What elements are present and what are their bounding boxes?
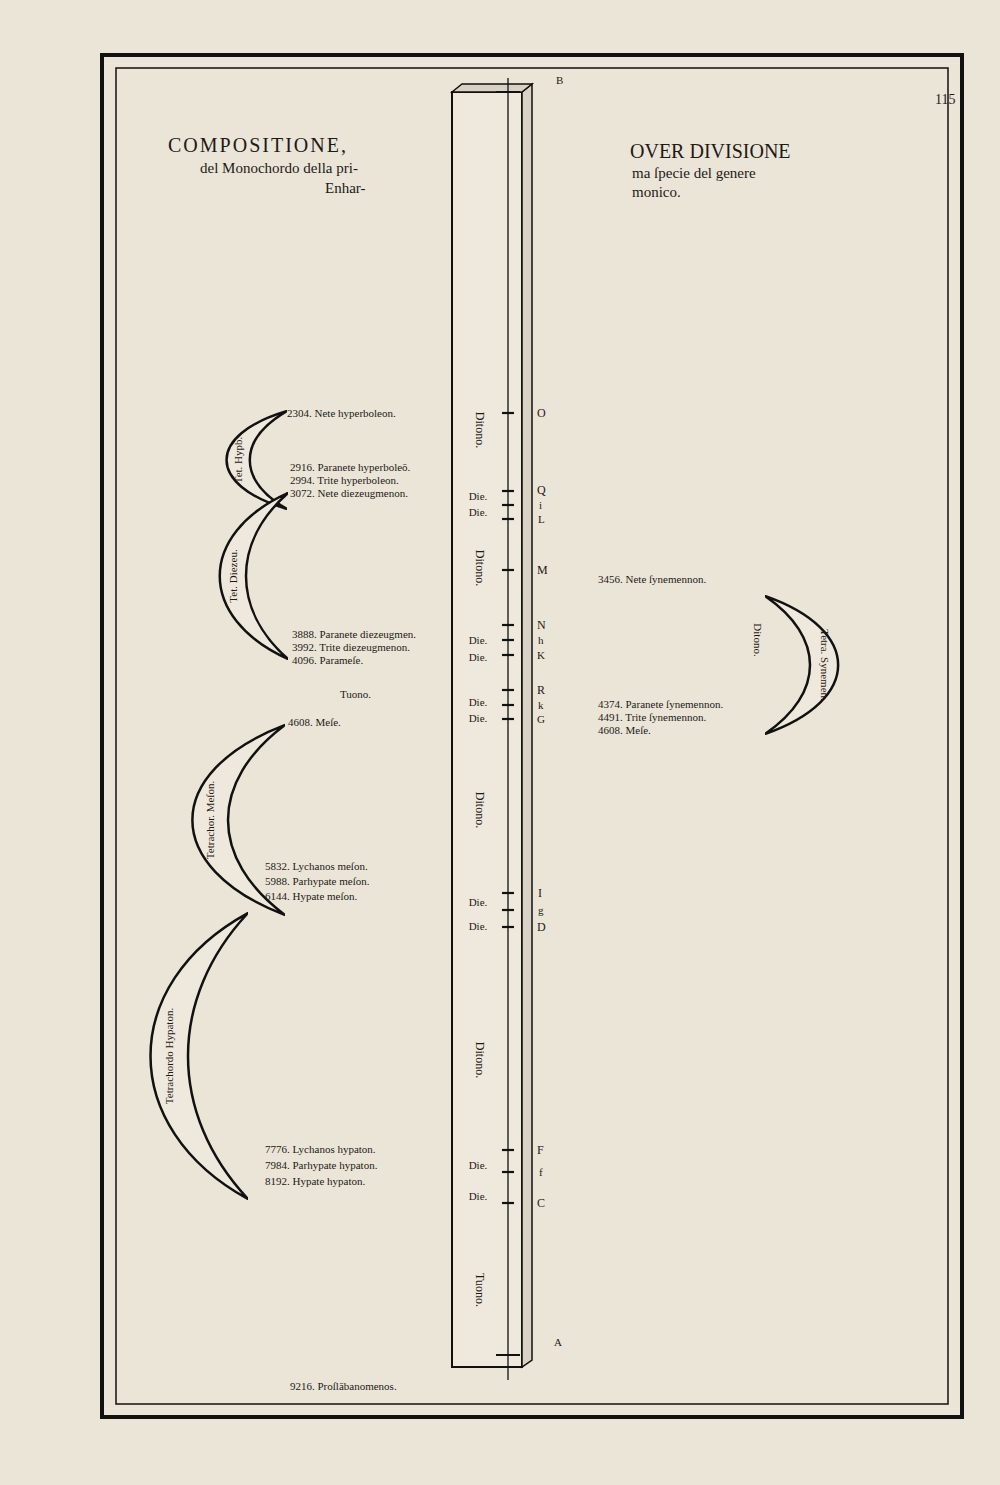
string-letter: C [537, 1197, 545, 1210]
string-letter: M [537, 564, 548, 577]
string-letter: B [556, 74, 563, 86]
tetrachord-name: Tetrachor. Meſon. [204, 781, 215, 859]
tetrachord-name: Tetra. Synemen. [819, 629, 830, 701]
tetrachord-crescent: Tet. Hypb. [225, 410, 287, 510]
note-name: 3072. Nete diezeugmenon. [290, 487, 408, 499]
page-number: 115 [935, 92, 955, 107]
string-letter: h [538, 634, 544, 646]
monochord-bar [452, 78, 532, 1380]
title-line: del Monochordo della pri- [200, 160, 358, 177]
note-name: 3992. Trite diezeugmenon. [292, 641, 410, 653]
note-name: 8192. Hypate hypaton. [265, 1175, 365, 1187]
title-line: OVER DIVISIONE [630, 140, 791, 162]
string-letter: R [537, 684, 545, 697]
note-name: 4608. Meſe. [598, 724, 651, 736]
string-letter: D [537, 921, 546, 934]
string-letter: F [537, 1144, 544, 1157]
note-name: 7776. Lychanos hypaton. [265, 1143, 376, 1155]
tetrachord-crescent: Tetra. Synemen. [765, 595, 840, 735]
note-name: 2916. Paranete hyperboleō. [290, 461, 410, 473]
interval-name: Die. [469, 634, 488, 646]
string-letter: g [538, 904, 544, 916]
interval-name: Tuono. [340, 688, 371, 700]
interval-name: Ditono. [472, 550, 485, 586]
interval-name: Die. [469, 896, 488, 908]
title-line: ma ſpecie del genere [632, 165, 756, 182]
string-letter: G [537, 713, 545, 725]
page-title: COMPOSITIONE, [168, 134, 348, 156]
interval-name: Die. [469, 651, 488, 663]
interval-name: Die. [469, 1190, 488, 1202]
interval-name: Ditono. [752, 623, 764, 656]
title-line: monico. [632, 184, 681, 201]
note-name: 4491. Trite ſynemennon. [598, 711, 706, 723]
string-letter: K [537, 649, 545, 661]
interval-name: Die. [469, 920, 488, 932]
tetrachord-name: Tetrachordo Hypaton. [164, 1008, 175, 1104]
tetrachord-name: Tet. Diezeu. [227, 549, 238, 602]
interval-name: Die. [469, 712, 488, 724]
string-letter: L [538, 513, 545, 525]
note-name: 6144. Hypate meſon. [265, 890, 357, 902]
tetrachord-crescent: Tet. Diezeu. [218, 492, 288, 660]
note-name: 2304. Nete hyperboleon. [287, 407, 396, 419]
interval-name: Die. [469, 696, 488, 708]
interval-name: Ditono. [472, 412, 485, 448]
interval-name: Die. [469, 506, 488, 518]
string-letter: f [539, 1166, 543, 1178]
string-letter: k [538, 699, 544, 711]
interval-name: Die. [469, 490, 488, 502]
note-name: 4608. Meſe. [288, 716, 341, 728]
interval-name: Ditono. [472, 1042, 485, 1078]
note-name: 2994. Trite hyperboleon. [290, 474, 399, 486]
note-name: 7984. Parhypate hypaton. [265, 1159, 377, 1171]
inner-frame [116, 68, 948, 1404]
string-letter: I [538, 887, 542, 900]
title-line: Enhar- [325, 180, 366, 197]
string-letter: Q [537, 484, 546, 497]
string-letter: N [537, 619, 546, 632]
note-name: 5988. Parhypate meſon. [265, 875, 369, 887]
note-name: 4096. Parameſe. [292, 654, 363, 666]
note-name: 9216. Proſlābanomenos. [290, 1380, 397, 1392]
string-letter: i [539, 499, 542, 511]
interval-name: Die. [469, 1159, 488, 1171]
note-name: 4374. Paranete ſynemennon. [598, 698, 723, 710]
note-name: 5832. Lychanos meſon. [265, 860, 368, 872]
note-name: 3456. Nete ſynemennon. [598, 573, 706, 585]
string-letter: O [537, 407, 546, 420]
interval-name: Tuono. [472, 1273, 485, 1307]
outer-frame [102, 55, 962, 1417]
tetrachord-crescent: Tetrachordo Hypaton. [148, 912, 248, 1200]
tetrachord-name: Tet. Hypb. [233, 437, 244, 484]
string-letter: A [554, 1336, 562, 1348]
interval-name: Ditono. [472, 792, 485, 828]
note-name: 3888. Paranete diezeugmen. [292, 628, 416, 640]
tetrachord-crescent: Tetrachor. Meſon. [190, 724, 285, 916]
